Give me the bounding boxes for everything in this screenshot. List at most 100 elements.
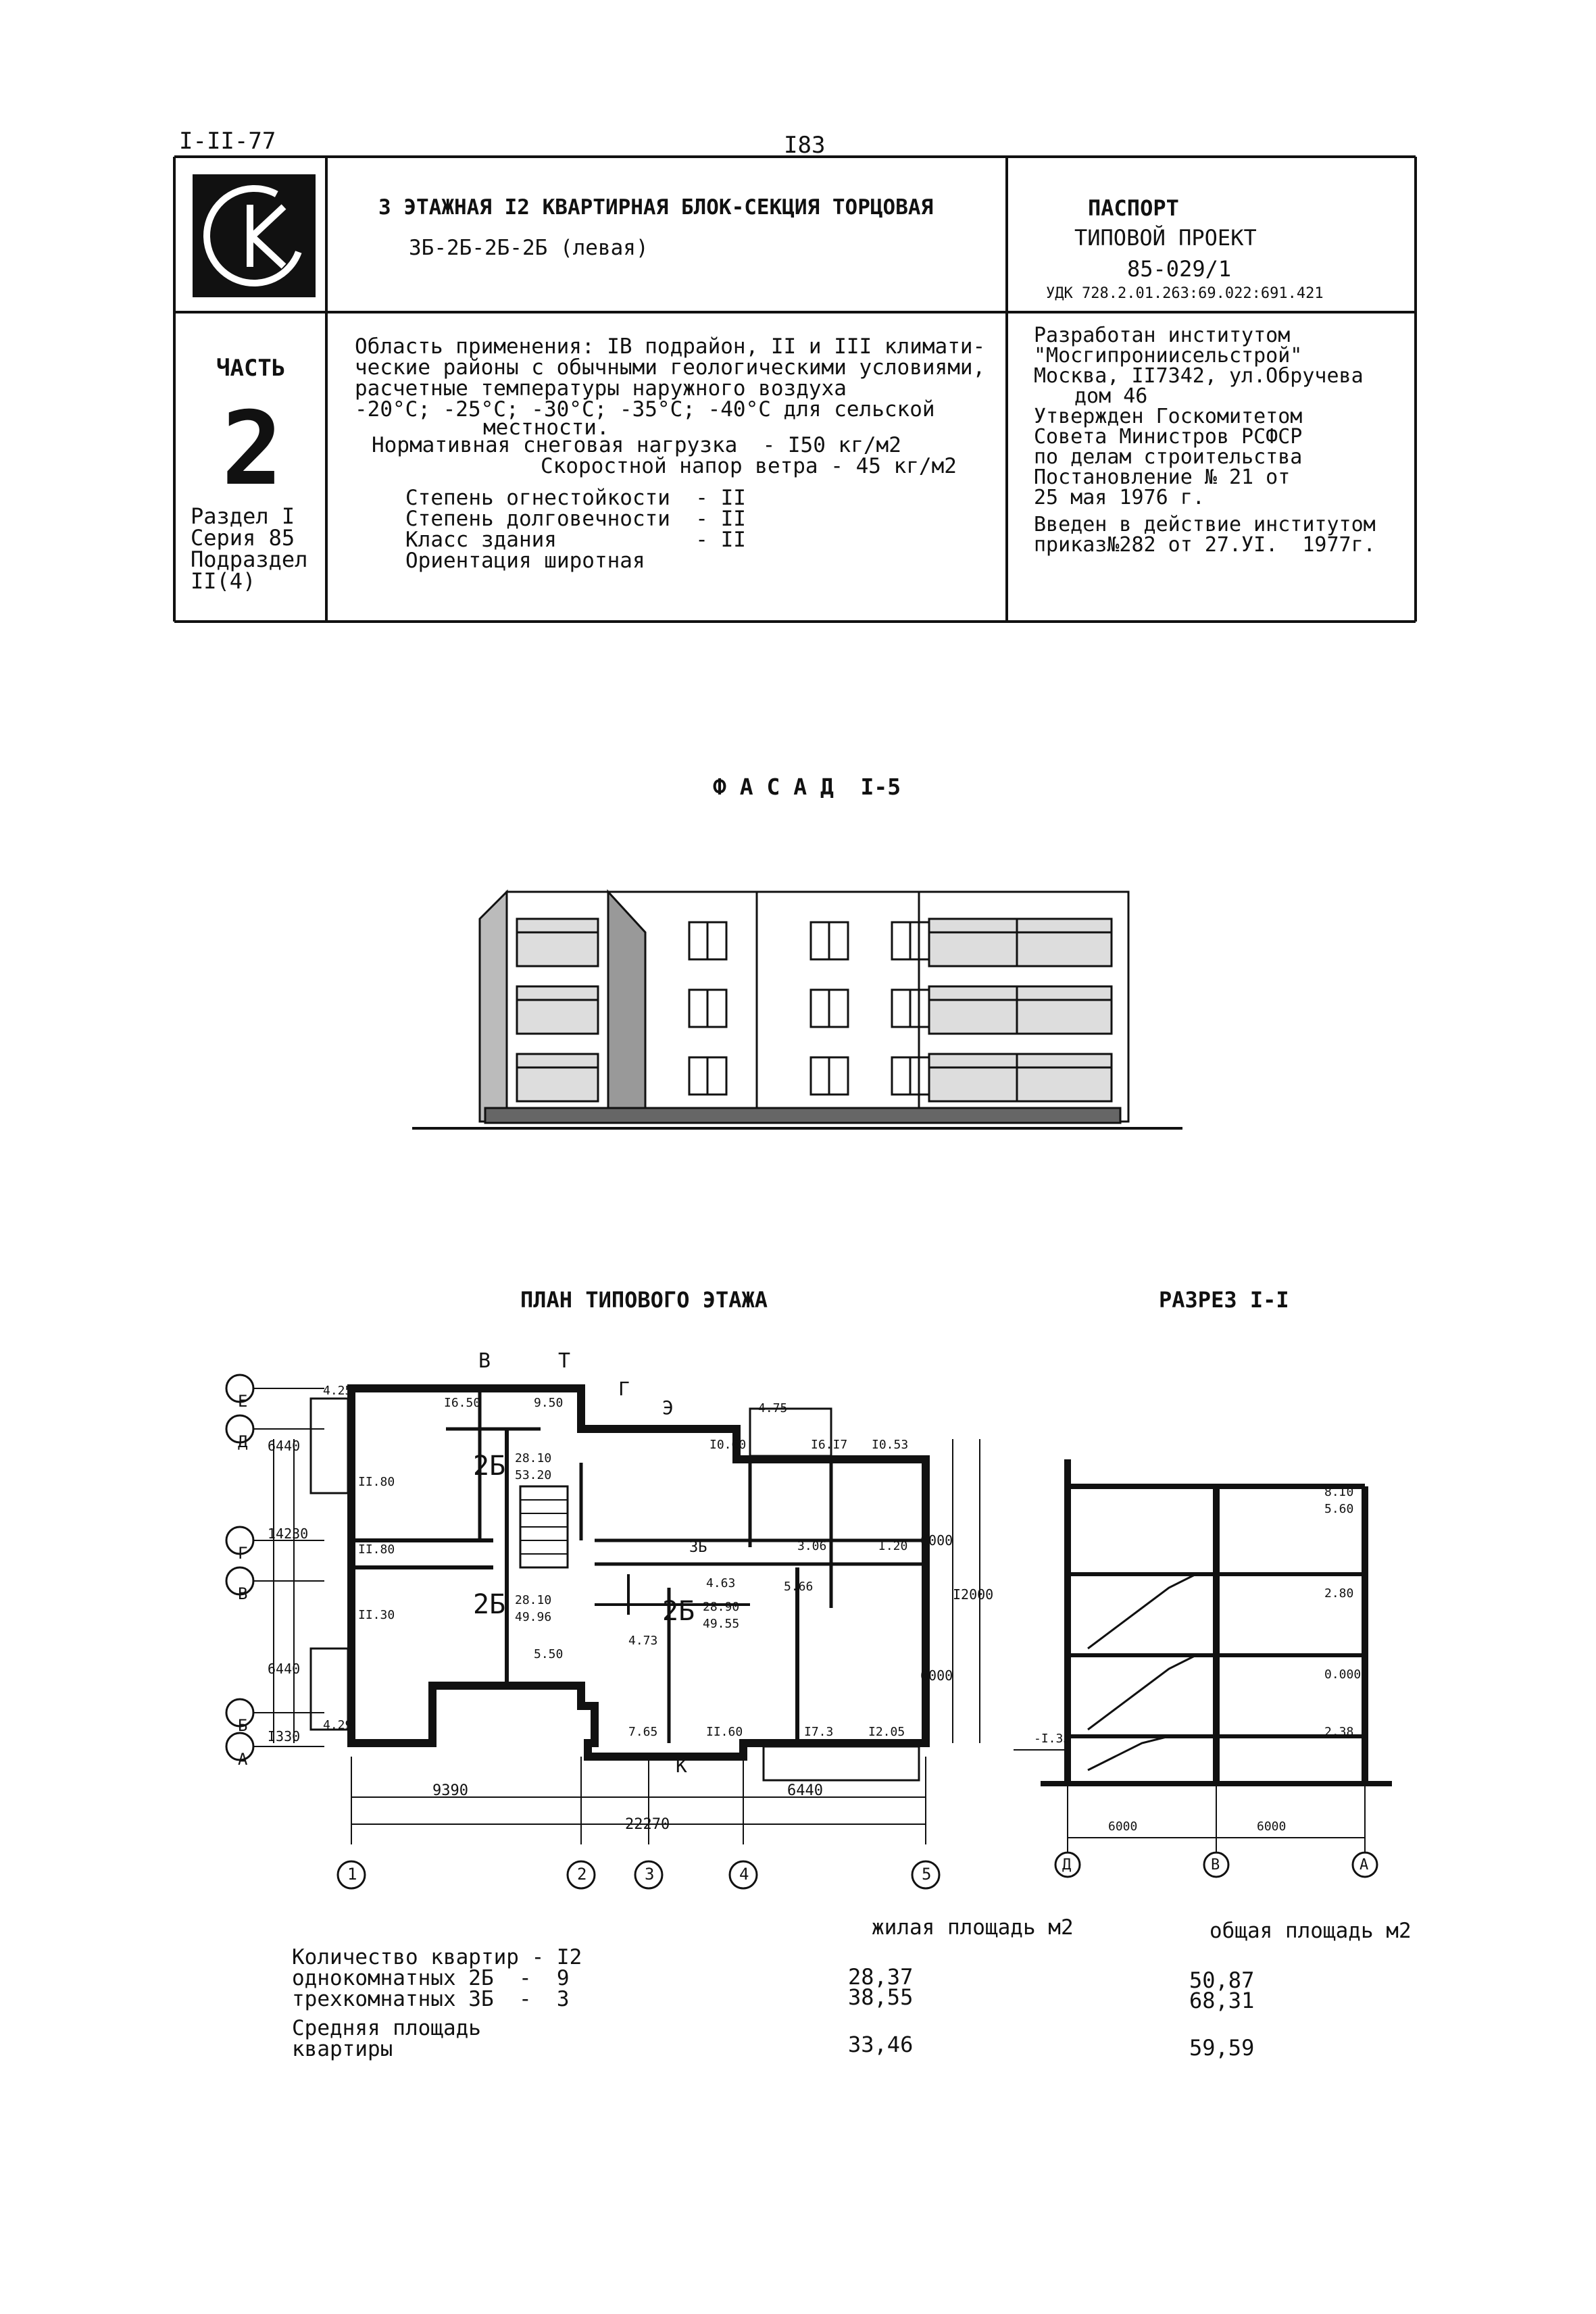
dev-line: "Мосгипрониисельстрой" <box>1034 344 1303 368</box>
section-info: Раздел I Серия 85 Подраздел II(4) <box>191 505 307 592</box>
part-number: 2 <box>222 391 283 508</box>
degree-line: Степень огнестойкости - II <box>405 486 746 510</box>
axis-number: 5 <box>922 1865 932 1884</box>
dim-d4: I330 <box>268 1728 301 1744</box>
axis-letter: А <box>238 1750 248 1769</box>
summary-living: 38,55 <box>848 1984 914 2010</box>
section-axis: Д <box>1062 1857 1072 1873</box>
section-title: РАЗРЕЗ I-I <box>1159 1287 1289 1313</box>
dim-bottom1: 9390 <box>432 1782 468 1799</box>
axis-letter: В <box>238 1584 248 1603</box>
summary-label: Средняя площадь <box>292 2016 481 2040</box>
section-axis: В <box>1211 1857 1220 1873</box>
app-line: -20°С; -25°С; -30°С; -35°С; -40°С для се… <box>355 397 935 422</box>
dim-right1: 6000 <box>920 1532 953 1549</box>
section-dim: 6000 <box>1108 1819 1138 1834</box>
axis-number: 4 <box>739 1865 749 1884</box>
sk-logo <box>193 174 316 297</box>
degree-line: Ориентация широтная <box>405 549 645 573</box>
section-line: II(4) <box>191 568 256 594</box>
title-block-frame <box>173 155 1417 623</box>
room-area: I6.I7 <box>811 1438 848 1452</box>
degree-line: Класс здания - II <box>405 528 746 552</box>
summary-total: 59,59 <box>1189 2035 1255 2061</box>
col-total: общая площадь м2 <box>1210 1919 1412 1943</box>
axis-letter: Д <box>238 1432 248 1451</box>
summary-total: 68,31 <box>1189 1988 1255 2013</box>
room-area: 5.66 <box>784 1580 814 1594</box>
dim-right3: 6000 <box>920 1667 953 1684</box>
section-level: 5.60 <box>1324 1502 1354 1516</box>
passport-line2: ТИПОВОЙ ПРОЕКТ <box>1074 225 1257 251</box>
apt-area: 28.10 <box>515 1451 552 1465</box>
room-area: 4.75 <box>758 1401 788 1415</box>
part-label: ЧАСТЬ <box>216 355 286 382</box>
axis-marker <box>336 1860 366 1890</box>
facade-drawing <box>412 889 1182 1130</box>
room-area: II.80 <box>358 1475 395 1489</box>
room-area: II.30 <box>358 1608 395 1622</box>
dev-line: 25 мая 1976 г. <box>1034 486 1205 509</box>
balcony-window <box>928 985 1018 1035</box>
axis-marker <box>225 1732 255 1761</box>
summary-label: однокомнатных 2Б - 9 <box>292 1966 570 1990</box>
axis-marker <box>225 1698 255 1728</box>
app-line: Скоростной напор ветра - 45 кг/м2 <box>541 454 957 478</box>
app-line: ческие районы с обычными геологическими … <box>355 355 986 380</box>
section-dim: 6000 <box>1257 1819 1287 1834</box>
developer-text: Разработан институтом "Мосгипрониисельст… <box>1034 326 1376 555</box>
room-area: II.80 <box>358 1542 395 1557</box>
degree-line: Степень долговечности - II <box>405 507 746 531</box>
dev-line: Утвержден Госкомитетом <box>1034 405 1303 428</box>
axis-marker <box>225 1526 255 1555</box>
section-drawing <box>1014 1459 1392 1878</box>
mark-t: Т <box>558 1349 571 1373</box>
section-level: 2.38 <box>1324 1725 1354 1739</box>
mark-g: Г <box>618 1378 630 1400</box>
dim-d3: 6440 <box>268 1661 301 1677</box>
dim-d2: 14230 <box>268 1526 309 1542</box>
dev-line: по делам строительства <box>1034 445 1303 469</box>
dev-line: приказ№282 от 27.УI. 1977г. <box>1034 533 1376 557</box>
axis-marker <box>1054 1851 1081 1878</box>
dev-line: Совета Министров РСФСР <box>1034 425 1303 449</box>
axis-number: 2 <box>577 1865 587 1884</box>
section-axis: А <box>1360 1857 1369 1873</box>
axis-marker <box>1351 1851 1378 1878</box>
axis-marker <box>634 1860 664 1890</box>
room-area: I.20 <box>878 1539 908 1553</box>
apt-label: 2Б <box>473 1451 506 1482</box>
axis-letter: Г <box>238 1544 248 1563</box>
section-line: Раздел I <box>191 503 295 529</box>
axis-marker <box>225 1566 255 1596</box>
axis-number: 1 <box>347 1865 357 1884</box>
dim-d1: 6440 <box>268 1438 301 1454</box>
summary-living: 28,37 <box>848 1964 914 1990</box>
balcony-window <box>1016 917 1113 967</box>
axis-marker <box>566 1860 596 1890</box>
apt-label: 2Б <box>662 1596 695 1627</box>
apt-area: 49.55 <box>703 1617 740 1631</box>
project-title-2: 3Б-2Б-2Б-2Б (левая) <box>409 236 649 260</box>
room-area: 3.06 <box>797 1539 827 1553</box>
apt-area: 28.90 <box>703 1600 740 1614</box>
mark-e: Э <box>662 1397 674 1419</box>
passport-line1: ПАСПОРТ <box>1088 195 1179 221</box>
room-area: I6.50 <box>444 1396 481 1410</box>
dev-line: Введен в действие институтом <box>1034 513 1376 536</box>
sk-logo-icon <box>203 185 305 286</box>
passport-line3: 85-029/1 <box>1127 256 1232 282</box>
app-line: местности. <box>483 416 609 440</box>
room-area: 9.50 <box>534 1396 564 1410</box>
balcony-window <box>1016 1053 1113 1103</box>
apt-label: 3Б <box>689 1539 707 1556</box>
balcony-window <box>1016 985 1113 1035</box>
axis-letter: Е <box>238 1392 248 1411</box>
section-level: 2.80 <box>1324 1586 1354 1601</box>
app-line: Нормативная снеговая нагрузка - I50 кг/м… <box>372 433 901 457</box>
room-area: I0.60 <box>709 1438 747 1452</box>
room-area: II.60 <box>706 1725 743 1739</box>
floor-plan <box>225 1374 980 1890</box>
summary-labels: Количество квартир - I2 однокомнатных 2Б… <box>292 1947 582 2060</box>
room-area: 4.73 <box>628 1634 658 1648</box>
